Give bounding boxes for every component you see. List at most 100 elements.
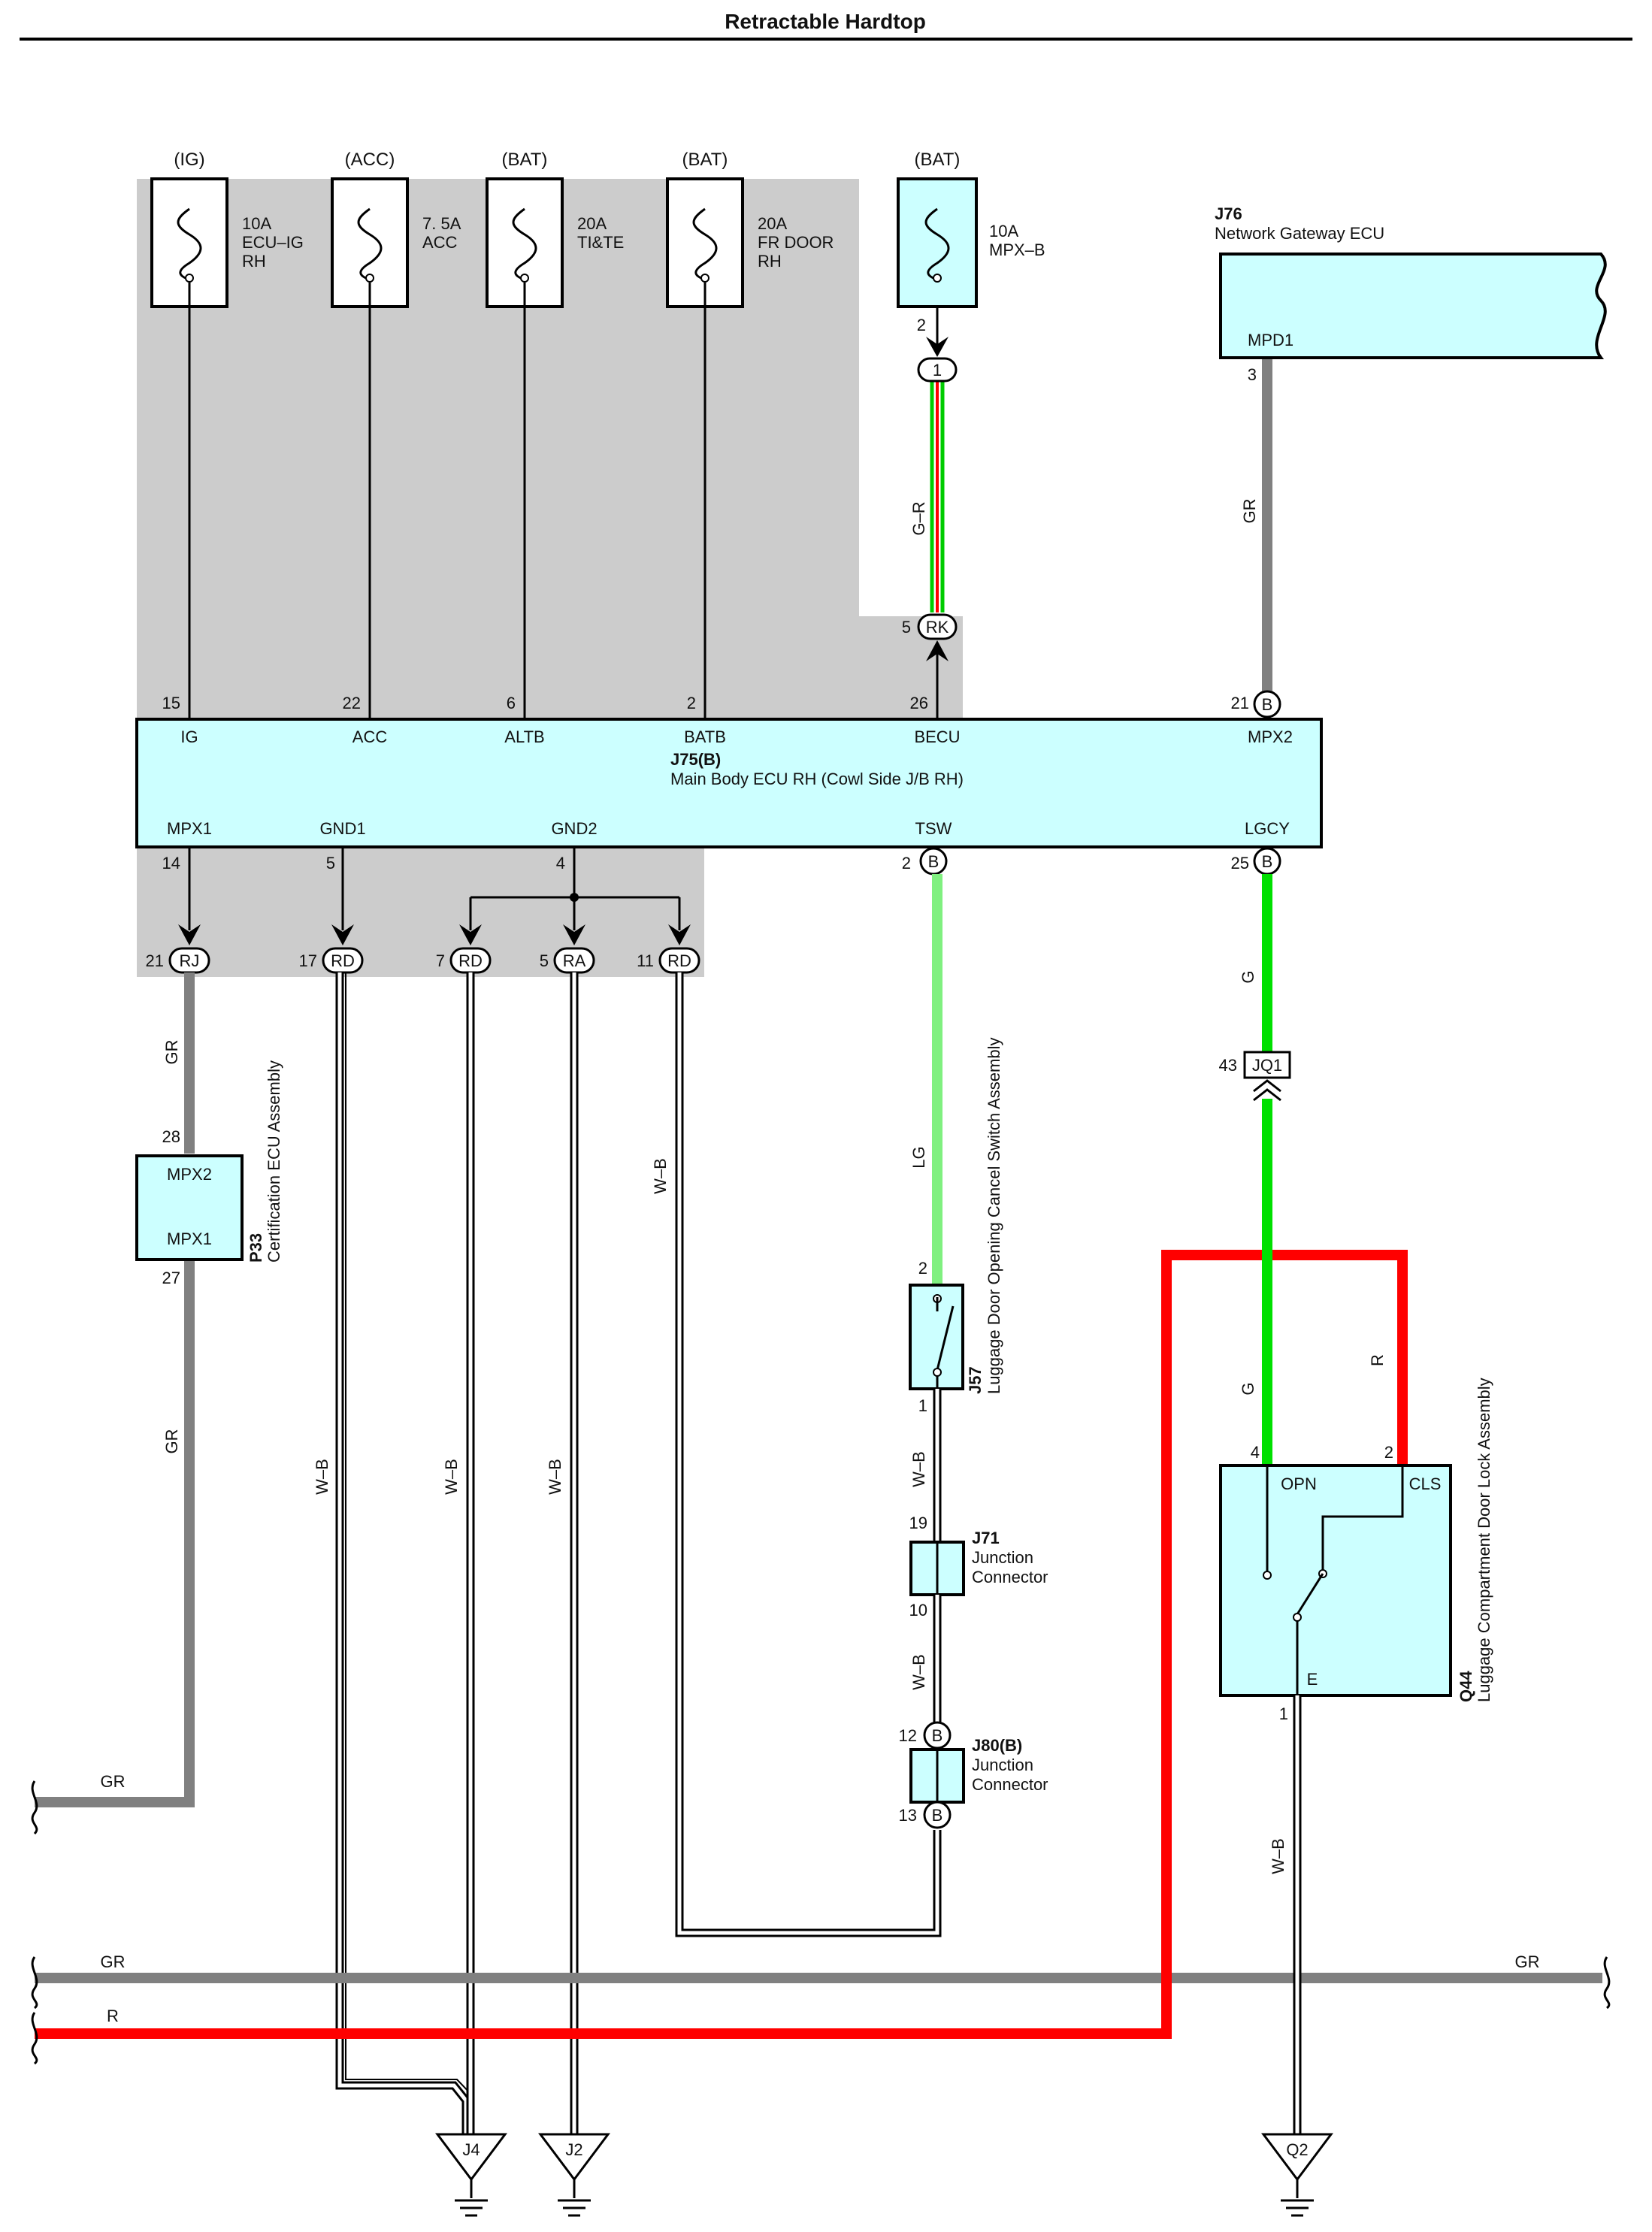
pin-number: 26	[910, 694, 928, 712]
component-name: Main Body ECU RH (Cowl Side J/B RH)	[670, 770, 964, 788]
terminal-label: BECU	[914, 727, 960, 746]
pin-number: 5	[902, 618, 911, 637]
component-name-2: Connector	[972, 1775, 1048, 1794]
connector-oval	[917, 357, 958, 383]
ground-q2: Q2	[1261, 2133, 1333, 2217]
terminal-label: TSW	[915, 819, 952, 838]
diagram-label: RD	[331, 951, 355, 970]
connector-arrow	[926, 640, 949, 661]
connector-circle	[923, 1801, 952, 1829]
wire-g-r	[930, 376, 945, 612]
pin-number: 43	[1219, 1056, 1237, 1075]
terminal-label: ACC	[352, 727, 388, 746]
pin-number: 15	[162, 694, 180, 712]
connector-circle	[1253, 690, 1281, 718]
fuse-rating: 10A	[242, 214, 271, 233]
component-id: P33	[247, 1233, 265, 1263]
terminal-label: E	[1307, 1670, 1318, 1689]
pin-number: 14	[162, 854, 180, 873]
terminal-label: IG	[180, 727, 198, 746]
fuse-icon	[357, 207, 383, 281]
fuse-supply-label: (BAT)	[682, 150, 728, 170]
fuse-icon	[512, 207, 537, 281]
terminal-label: MPX2	[1248, 727, 1293, 746]
connector-jq1	[1243, 1051, 1291, 1079]
component-id: J76	[1215, 204, 1242, 223]
pin-number: 21	[1231, 694, 1249, 712]
pin-number: 27	[162, 1269, 180, 1287]
pin-number: 5	[326, 854, 335, 873]
fuse-rating: 20A	[577, 214, 607, 233]
connector-label: B	[932, 1726, 943, 1745]
terminal-label: MPX2	[167, 1165, 212, 1184]
component-id: J57	[966, 1366, 985, 1394]
fuse-supply-label: (IG)	[174, 150, 204, 170]
network-gateway-ecu: J76 Network Gateway ECU MPD1 3	[1215, 204, 1607, 384]
pin-number: 3	[1248, 365, 1257, 384]
fuse-name: ACC	[422, 233, 458, 252]
pin-number: 4	[556, 854, 565, 873]
wire-label: W–B	[651, 1158, 670, 1194]
fuse-name: FR DOOR	[758, 233, 834, 252]
pin-number: 2	[918, 1259, 927, 1278]
pin-number: 28	[162, 1127, 180, 1146]
wire-label: R	[1368, 1354, 1387, 1366]
pin-number: 25	[1231, 854, 1249, 873]
junction-connector-j80: J80(B) Junction Connector	[909, 1736, 1048, 1804]
component-id: J75(B)	[670, 750, 721, 769]
wire-label: GR	[162, 1040, 181, 1065]
component-name: Junction	[972, 1548, 1033, 1567]
connector-label: B	[928, 852, 939, 871]
ground-label: J4	[462, 2140, 480, 2159]
diagram-label: RD	[667, 951, 691, 970]
pin-number: 4	[1251, 1443, 1260, 1462]
fuse-supply-label: (BAT)	[502, 150, 548, 170]
terminal-label: MPD1	[1248, 331, 1293, 349]
terminal-label: BATB	[684, 727, 726, 746]
pin-number: 2	[1384, 1443, 1393, 1462]
fuse-icon	[692, 207, 718, 281]
wire-break-icon	[31, 1780, 38, 1835]
wire-label: W–B	[442, 1459, 461, 1495]
certification-ecu: MPX2 MPX1 P33 Certification ECU Assembly	[135, 1060, 283, 1263]
fuse-rating: 10A	[989, 222, 1018, 240]
junction-connector-j71: J71 Junction Connector	[909, 1529, 1048, 1596]
shaded-region-top	[137, 179, 963, 718]
wire-w-b-loop	[675, 972, 942, 1937]
wire-label: G	[1239, 970, 1257, 983]
wire-label: W–B	[909, 1451, 928, 1487]
diagram-label: RA	[563, 951, 586, 970]
pin-number: 19	[909, 1514, 927, 1532]
junction-connector-row: RJ 21 RD 17 RD 7 RA 5 RD 11	[146, 947, 700, 974]
switch-blade-icon	[1296, 1573, 1324, 1615]
fuse-name: TI&TE	[577, 233, 624, 252]
connector-label: 1	[933, 361, 942, 380]
wire-label: GR	[101, 1772, 126, 1791]
ground-label: Q2	[1286, 2140, 1308, 2159]
pin-number: 13	[899, 1806, 917, 1825]
wire-label: GR	[101, 1952, 126, 1971]
wire-label: G–R	[909, 501, 928, 535]
pin-number: 1	[918, 1396, 927, 1415]
fuse-supply-label: (BAT)	[915, 150, 961, 170]
wire-label: GR	[1240, 499, 1259, 524]
fuse-name-2: RH	[758, 252, 782, 271]
connector-label: B	[932, 1806, 943, 1825]
pin-number: 22	[343, 694, 361, 712]
wire-label: GR	[1515, 1952, 1540, 1971]
component-name-2: Connector	[972, 1568, 1048, 1586]
fuse-acc: (ACC) 7. 5A ACC	[331, 150, 461, 308]
fuse-rating: 20A	[758, 214, 787, 233]
diagram-label: 7	[436, 951, 445, 970]
wire-label: LG	[909, 1146, 928, 1168]
terminal-label: LGCY	[1245, 819, 1290, 838]
component-id: Q44	[1457, 1671, 1475, 1702]
fuse-name: ECU–IG	[242, 233, 304, 252]
switch-blade-icon	[936, 1305, 955, 1371]
pin-number: 2	[902, 854, 911, 873]
pin-number: 10	[909, 1601, 927, 1620]
pin-number: 2	[917, 316, 926, 334]
wire-break-icon	[31, 2012, 38, 2065]
connector-arrow	[1253, 1079, 1281, 1102]
fuse-rating: 7. 5A	[422, 214, 461, 233]
